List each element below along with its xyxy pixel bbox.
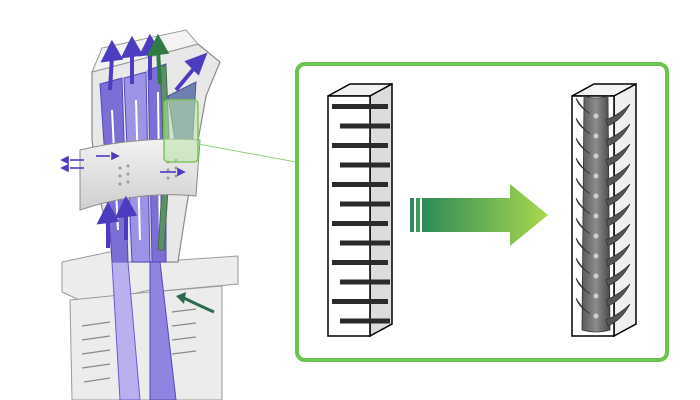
pin-fin bbox=[332, 104, 388, 109]
turbine-blade-cutaway bbox=[60, 29, 239, 400]
lattice-branch bbox=[605, 183, 631, 207]
lattice-branch bbox=[575, 97, 591, 115]
lattice-branch bbox=[605, 223, 631, 247]
fir-tree-serrations bbox=[81, 308, 197, 383]
lattice-pore bbox=[593, 253, 599, 259]
lattice-pore bbox=[593, 273, 599, 279]
lattice-pore bbox=[593, 193, 599, 199]
pin-fin bbox=[340, 240, 390, 246]
lattice-branch bbox=[605, 283, 631, 307]
pin-fin bbox=[332, 182, 388, 187]
lattice-pore bbox=[593, 233, 599, 239]
lattice-branch bbox=[605, 303, 631, 327]
tip-flow-arrow-green bbox=[146, 33, 170, 85]
lattice-branch bbox=[575, 277, 591, 295]
pin-fin bbox=[332, 260, 388, 265]
detail-connector-line bbox=[197, 143, 297, 163]
pin-fin bbox=[332, 221, 388, 226]
lattice-branch bbox=[605, 243, 631, 267]
pin-fin bbox=[340, 201, 390, 207]
lattice-pore bbox=[593, 153, 599, 159]
lattice-branches bbox=[575, 97, 631, 327]
pin-fin-channel bbox=[327, 82, 393, 338]
transform-arrow bbox=[410, 184, 548, 246]
band-flow-arrows bbox=[60, 151, 186, 177]
lattice-channel bbox=[571, 82, 637, 338]
trailing-flow-arrow bbox=[174, 52, 208, 92]
lattice-pore bbox=[593, 293, 599, 299]
lattice-branch bbox=[575, 257, 591, 275]
lattice-branch bbox=[605, 143, 631, 167]
pin-fin bbox=[340, 318, 390, 324]
lattice-pore bbox=[593, 173, 599, 179]
pin-fin-array bbox=[332, 104, 390, 324]
inlet-flow-arrow bbox=[176, 292, 215, 314]
lattice-branch bbox=[575, 177, 591, 195]
detail-highlight-box bbox=[163, 99, 199, 163]
lattice-branch bbox=[575, 157, 591, 175]
lattice-pore bbox=[593, 133, 599, 139]
lattice-branch bbox=[575, 237, 591, 255]
lattice-branch bbox=[575, 297, 591, 315]
lattice-branch bbox=[605, 163, 631, 187]
lattice-branch bbox=[605, 123, 631, 147]
pin-fin bbox=[340, 162, 390, 168]
lattice-branch bbox=[575, 197, 591, 215]
pin-fin bbox=[332, 143, 388, 148]
lattice-pore bbox=[593, 313, 599, 319]
lattice-branch bbox=[575, 117, 591, 135]
pin-fin bbox=[332, 299, 388, 304]
pin-fin bbox=[340, 123, 390, 129]
pin-fin bbox=[340, 279, 390, 285]
lower-flow-arrows bbox=[96, 195, 138, 248]
lattice-branch bbox=[605, 263, 631, 287]
lattice-branch bbox=[605, 203, 631, 227]
lattice-branch bbox=[575, 217, 591, 235]
lattice-pore bbox=[593, 213, 599, 219]
lattice-branch bbox=[575, 137, 591, 155]
lattice-branch bbox=[605, 103, 631, 127]
lattice-pore bbox=[593, 113, 599, 119]
